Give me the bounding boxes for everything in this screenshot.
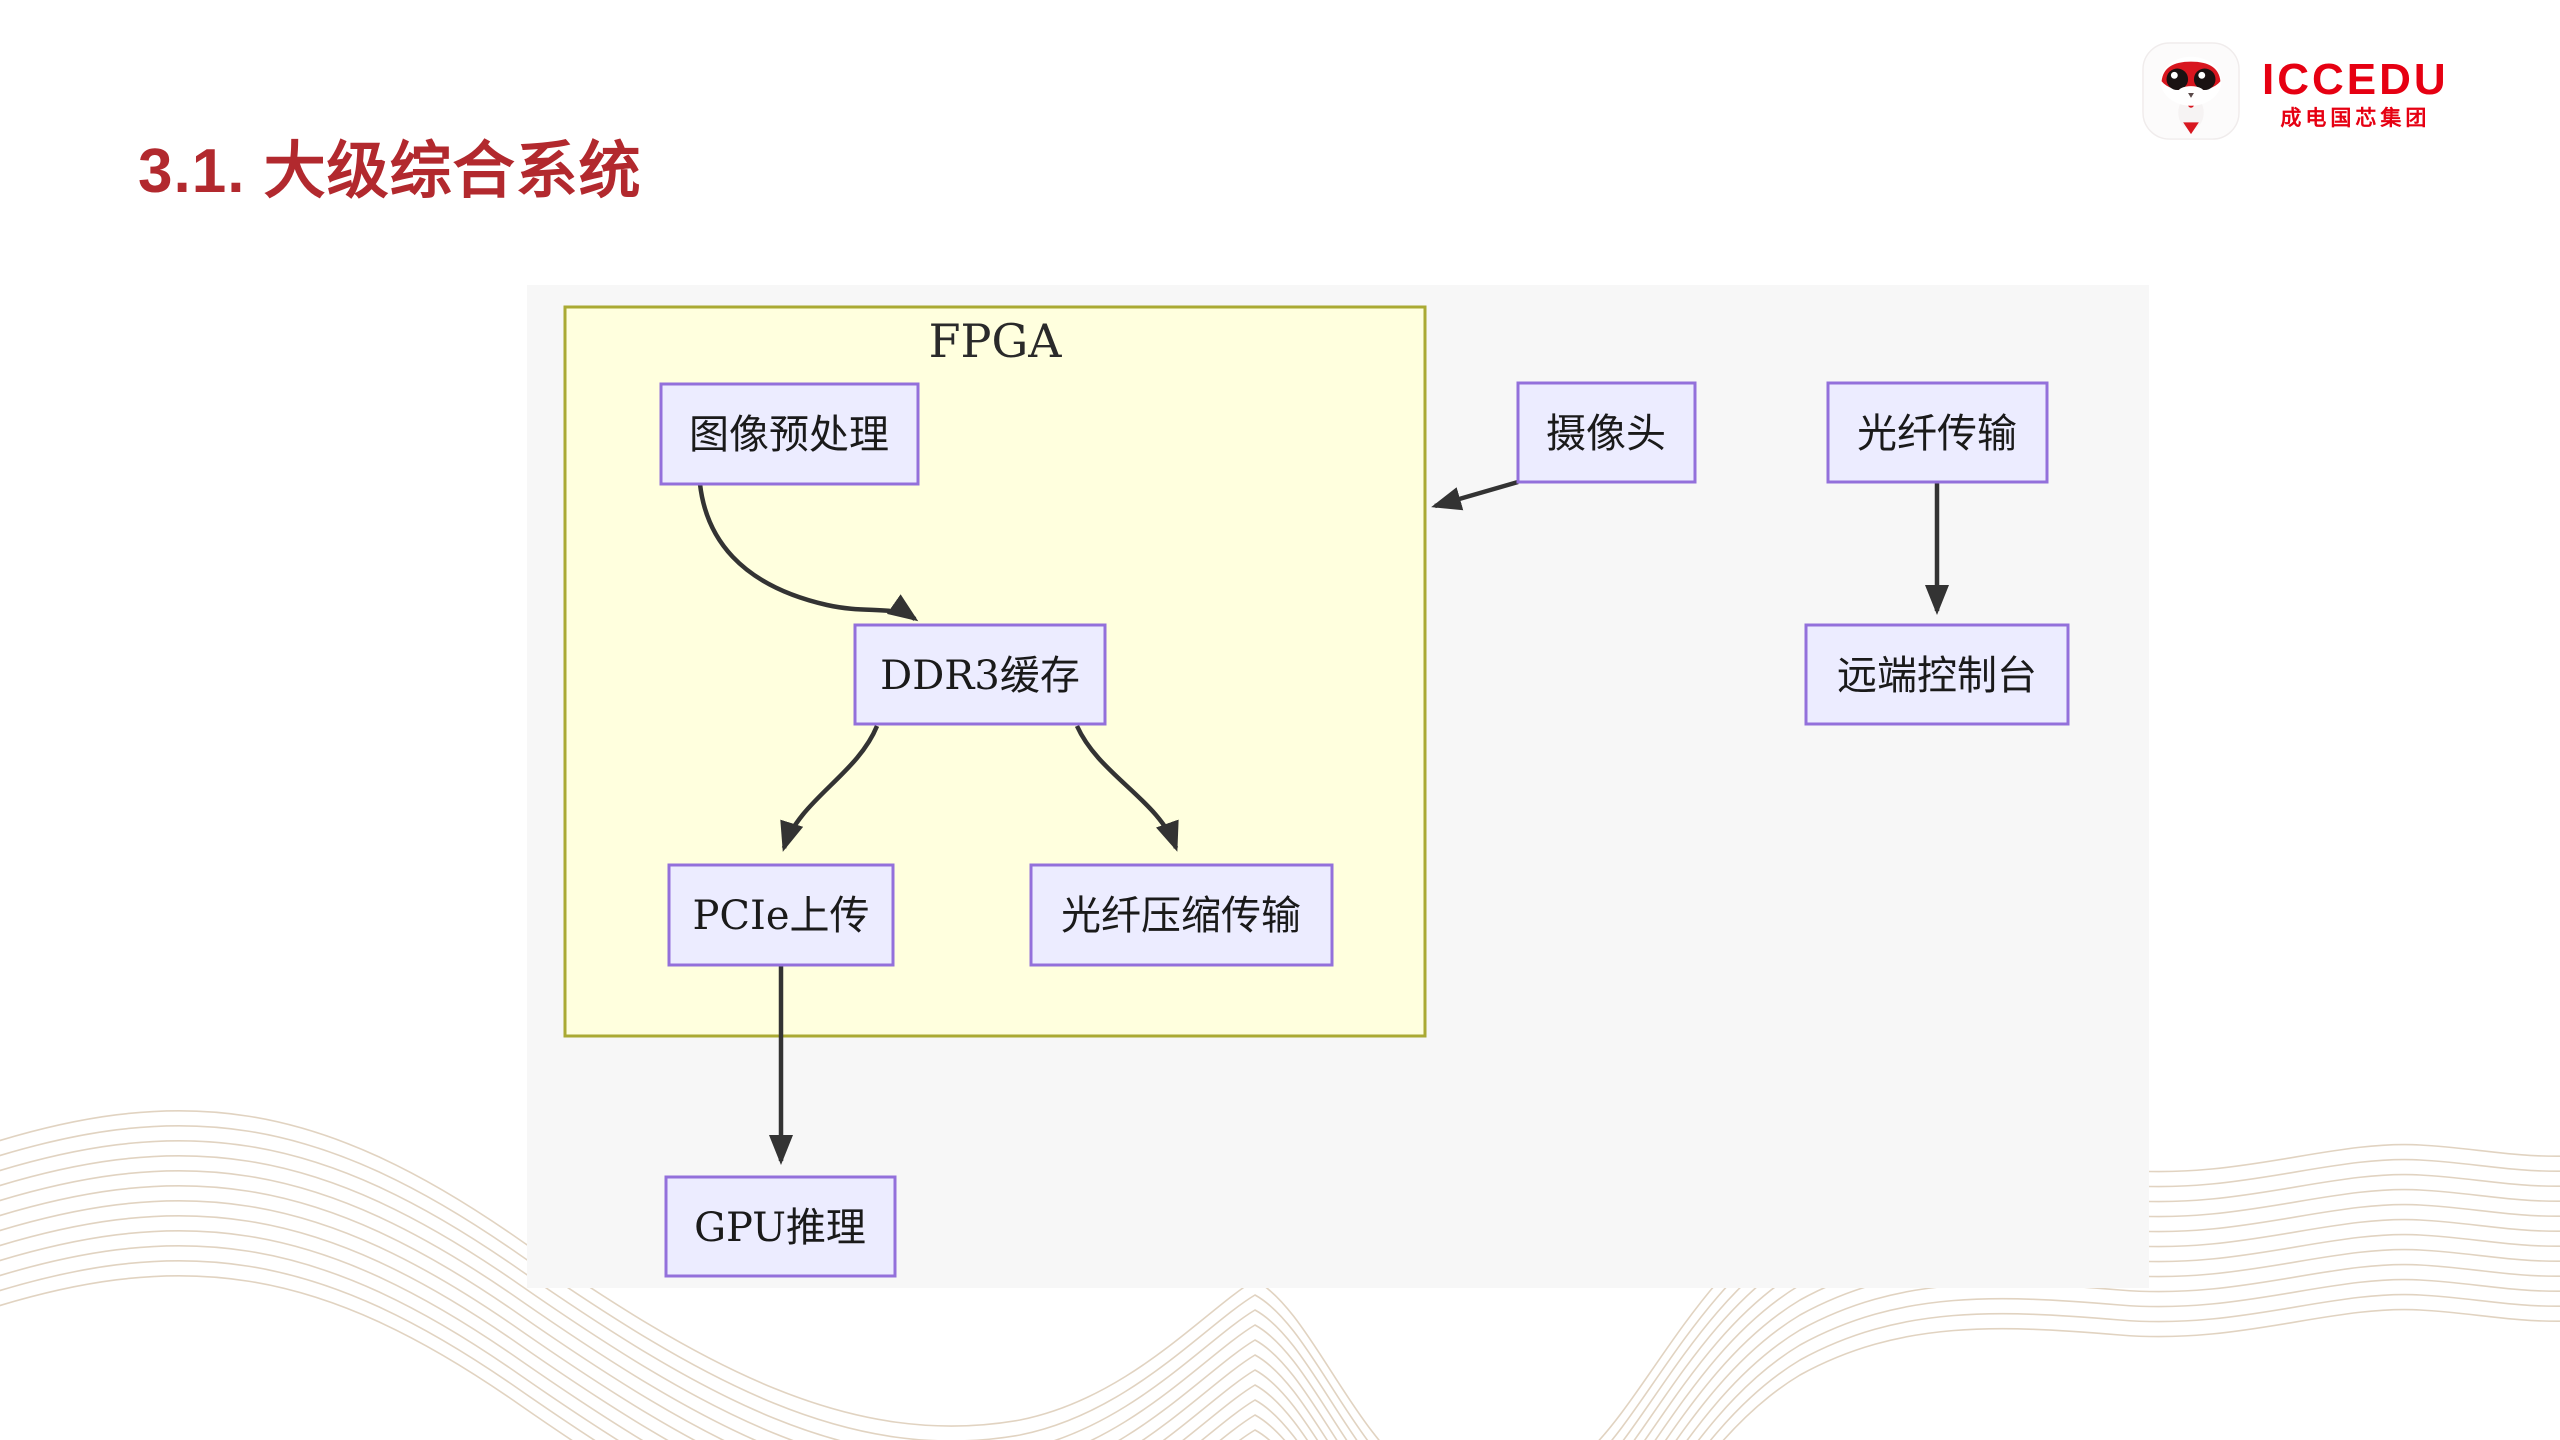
edge-preprocess-to-ddr3	[697, 483, 919, 622]
edge-ddr3-to-pcie	[780, 725, 880, 852]
node-fiber-label: 光纤传输	[1857, 411, 2017, 457]
node-gpu-label: GPU推理	[694, 1205, 866, 1251]
node-console	[1804, 623, 2070, 726]
node-fiber	[1826, 381, 2049, 484]
node-ddr3-label: DDR3缓存	[880, 653, 1080, 699]
page-title: 3.1. 大级综合系统	[138, 137, 642, 206]
edge-camera-to-fpga	[1431, 479, 1519, 511]
diagram-panel: FPGA 图像预处理 DDR3缓存 PCIe上传 光纤压缩传输 GPU推理 摄像…	[527, 285, 2149, 1288]
node-preprocess-label: 图像预处理	[689, 412, 889, 458]
robot-mascot-icon	[2142, 42, 2240, 140]
node-fiber-compress-label: 光纤压缩传输	[1061, 893, 1301, 939]
logo-company-text: 成电国芯集团	[2280, 106, 2431, 130]
node-fiber-compress	[1029, 863, 1334, 967]
node-pcie-label: PCIe上传	[693, 893, 870, 939]
logo-brand-text: ICCEDU	[2262, 54, 2449, 104]
fpga-cluster-label: FPGA	[929, 314, 1063, 368]
brand-logo: ICCEDU 成电国芯集团	[2142, 42, 2449, 144]
node-preprocess	[659, 382, 920, 486]
node-ddr3	[853, 623, 1107, 726]
node-camera-label: 摄像头	[1546, 411, 1666, 457]
flowchart: FPGA 图像预处理 DDR3缓存 PCIe上传 光纤压缩传输 GPU推理 摄像…	[563, 305, 2070, 1278]
edge-ddr3-to-fibercompress	[1074, 725, 1179, 852]
node-pcie	[667, 863, 895, 967]
node-console-label: 远端控制台	[1837, 653, 2037, 699]
node-camera	[1516, 381, 1697, 484]
node-gpu	[664, 1175, 897, 1278]
